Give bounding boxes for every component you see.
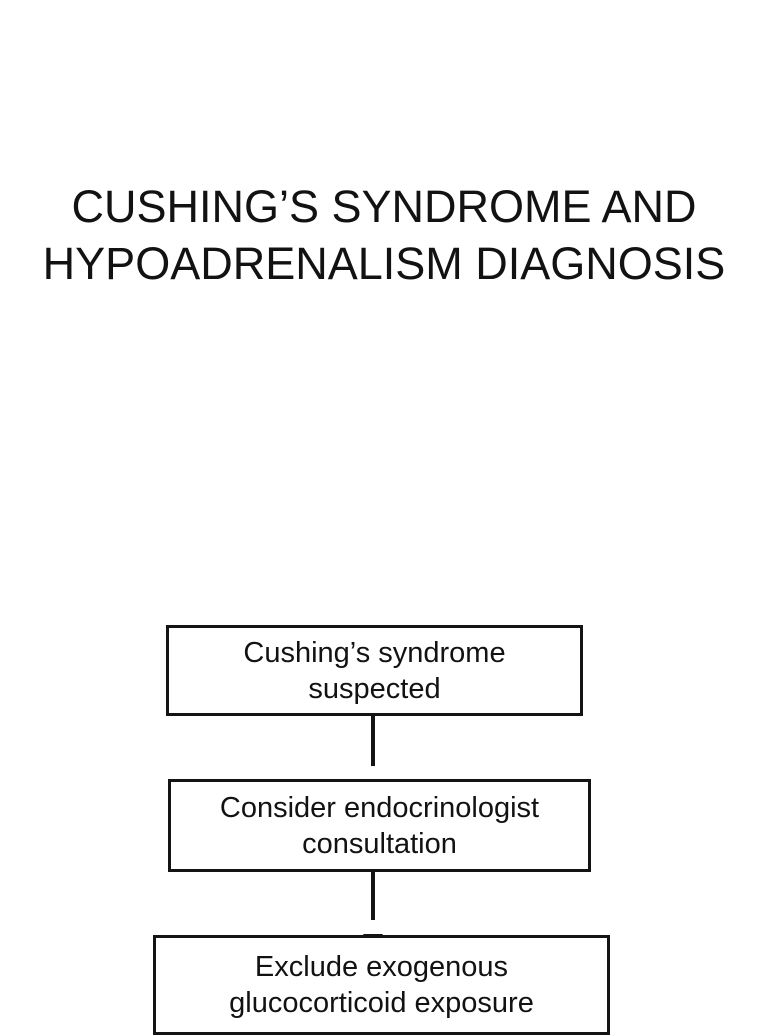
slide-title-line-1: CUSHING’S SYNDROME AND [71, 181, 697, 232]
slide-title: CUSHING’S SYNDROME AND HYPOADRENALISM DI… [0, 178, 768, 292]
flowchart-node-cushings-syndrome-suspected: Cushing’s syndrome suspected [166, 625, 583, 716]
slide-title-line-2: HYPOADRENALISM DIAGNOSIS [42, 238, 726, 289]
node-text-line: Cushing’s syndrome [243, 636, 506, 669]
node-text-line: glucocorticoid exposure [229, 987, 534, 1019]
arrow-shaft [371, 714, 375, 766]
flowchart-node-consider-endocrinologist-consultation: Consider endocrinologist consultation [168, 779, 591, 872]
node-text-line: Exclude exogenous [254, 951, 509, 983]
flowchart-node-exclude-exogenous-glucocorticoid-exposure: Exclude exogenous glucocorticoid exposur… [153, 935, 610, 1035]
node-text-line: Consider endocrinologist [219, 791, 540, 824]
node-text-line: consultation [302, 827, 457, 860]
node-text-line: suspected [308, 672, 441, 705]
arrow-shaft [371, 870, 375, 920]
